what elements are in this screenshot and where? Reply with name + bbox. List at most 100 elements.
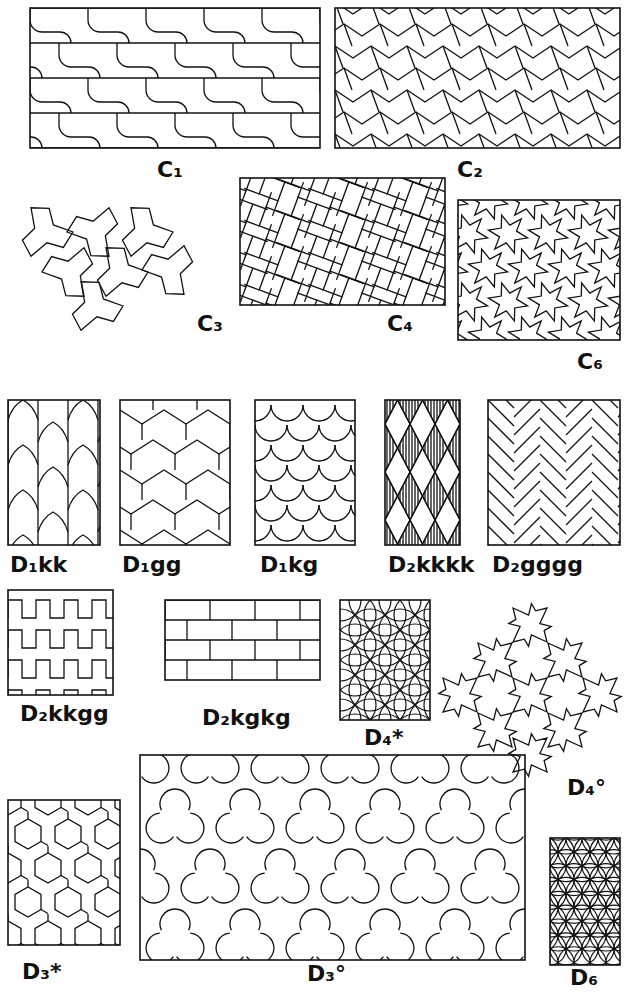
tile-edge — [276, 210, 291, 215]
tile-edge — [212, 873, 239, 903]
tile-edge — [130, 514, 131, 530]
tile-edge — [419, 197, 445, 223]
tile-edge — [336, 297, 341, 305]
tile-edge — [120, 500, 230, 514]
tile-edge — [514, 535, 540, 545]
tile-edge — [430, 432, 431, 465]
tile-edge — [436, 400, 437, 420]
tile-edge — [427, 533, 428, 545]
tile-edge — [387, 271, 413, 297]
tile-edge — [265, 849, 295, 870]
pattern-label: C₂ — [455, 158, 485, 182]
d2kgkg-tiling — [165, 600, 320, 680]
tile-edge — [244, 220, 259, 225]
tile-edge — [458, 283, 488, 321]
tile-edge — [142, 873, 169, 903]
tile-edge — [323, 207, 349, 233]
tile-edge — [448, 472, 461, 520]
tile-edge — [488, 526, 514, 545]
tile-edge — [120, 530, 230, 544]
tile-edge — [551, 134, 559, 148]
tile-edge — [430, 528, 431, 545]
tile-edge — [319, 465, 351, 481]
tile-edge — [218, 454, 219, 470]
c6-tiling — [458, 200, 620, 340]
tile-edge — [419, 229, 445, 255]
tile-edge — [400, 201, 405, 216]
tile-edge — [475, 849, 505, 870]
tile-edge — [8, 630, 113, 648]
tile-edge — [432, 191, 437, 206]
tile-edge — [389, 530, 390, 545]
tile-edge — [67, 880, 68, 887]
tile-edge — [391, 873, 418, 903]
tile-edge — [510, 789, 525, 810]
tile-edge — [380, 112, 388, 134]
tile-edge — [457, 813, 484, 843]
tile-edge — [407, 90, 415, 112]
tile-edge — [38, 467, 68, 487]
tile-edge — [165, 619, 320, 620]
tile-edge — [372, 188, 387, 193]
tile-edge — [160, 909, 190, 930]
tile-edge — [479, 46, 487, 68]
tile-edge — [509, 674, 551, 716]
tile-edge — [380, 24, 388, 46]
tile-edge — [175, 43, 216, 78]
tile-edge — [344, 112, 352, 134]
tile-edge — [67, 208, 118, 256]
tile-edge — [107, 880, 108, 887]
tile-edge — [340, 178, 355, 183]
tile-edge — [336, 265, 341, 280]
tile-edge — [146, 78, 187, 113]
tile-edge — [319, 425, 351, 441]
tile-edge — [335, 90, 620, 102]
tile-edge — [287, 505, 319, 521]
tile-edge — [22, 208, 73, 256]
tile-edge — [433, 400, 434, 422]
tile-edge — [389, 434, 390, 463]
tile-edge — [372, 252, 387, 257]
tile-edge — [240, 229, 253, 255]
tile-edge — [95, 887, 120, 917]
tile-edge — [392, 487, 393, 504]
tile-edge — [436, 476, 437, 516]
tile-edge — [165, 659, 320, 660]
pattern-frame — [165, 600, 320, 680]
tile-edge — [448, 424, 461, 472]
tile-edge — [587, 90, 595, 112]
tile-edge — [117, 113, 158, 148]
tile-edge — [430, 480, 431, 513]
tile-edge — [15, 819, 41, 849]
tile-edge — [259, 207, 285, 233]
tile-edge — [433, 474, 434, 518]
tile-edge — [259, 239, 285, 265]
tile-edge — [588, 317, 620, 340]
tile-edge — [38, 512, 68, 532]
tile-edge — [528, 283, 567, 321]
tile-edge — [399, 539, 400, 545]
tile-edge — [321, 755, 348, 783]
tile-edge — [608, 283, 620, 321]
tile-edge — [97, 400, 98, 545]
tile-edge — [560, 24, 568, 46]
tile-edge — [443, 90, 451, 112]
tile-edge — [424, 539, 425, 545]
tile-edge — [72, 282, 123, 330]
tile-edge — [411, 524, 412, 545]
tile-edge — [142, 246, 193, 294]
tile-edge — [455, 528, 456, 545]
tile-edge — [240, 261, 253, 287]
tile-edge — [371, 8, 379, 24]
tile-edge — [468, 317, 507, 340]
tile-edge — [548, 317, 587, 340]
tile-edge — [568, 283, 607, 321]
tile-edge — [287, 465, 319, 481]
tile-edge — [423, 424, 448, 472]
tile-edge — [598, 933, 620, 965]
tile-edge — [174, 514, 175, 530]
tile-edge — [371, 90, 379, 112]
tile-edge — [387, 933, 414, 960]
tile-edge — [424, 624, 430, 666]
tile-edge — [524, 68, 532, 90]
